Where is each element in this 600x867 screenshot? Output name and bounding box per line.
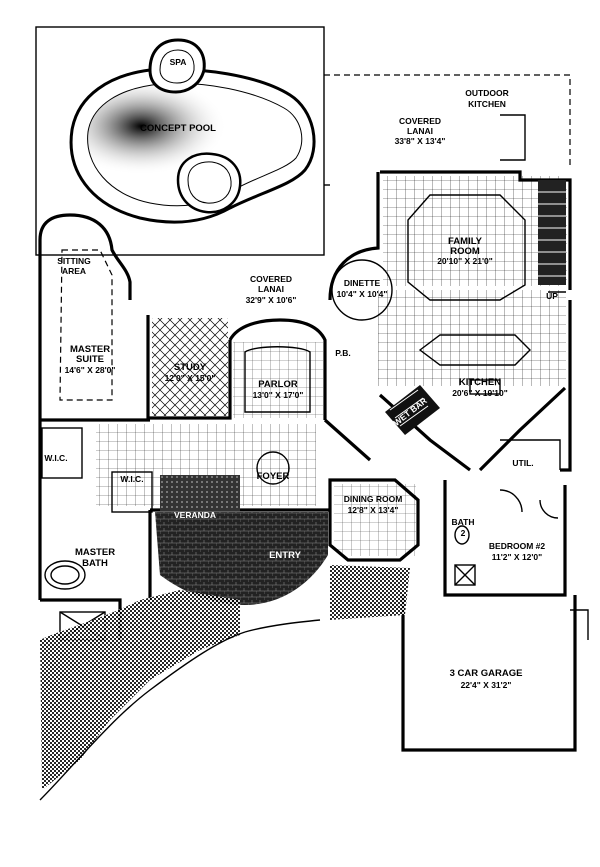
foyer-label: FOYER: [257, 471, 290, 482]
parlor-label: PARLOR: [258, 379, 298, 390]
util-label: UTIL.: [512, 458, 533, 468]
pb-label: P.B.: [335, 348, 350, 358]
pool-deck: [35, 26, 571, 256]
covered-lanai-mid-label-1: COVERED: [250, 274, 292, 284]
parlor-size: 13'0" X 17'0": [253, 390, 304, 400]
kitchen-size: 20'6" X 19'10": [452, 388, 508, 398]
bedroom2-size: 11'2" X 12'0": [492, 552, 542, 562]
covered-lanai-mid-size: 32'9" X 10'6": [246, 295, 297, 305]
study-size: 12'0" X 15'0": [165, 373, 216, 383]
covered-lanai-top-label-1: COVERED: [399, 116, 441, 126]
garage-label: 3 CAR GARAGE: [450, 668, 523, 679]
interior-detail: [41, 114, 589, 641]
study-label: STUDY: [174, 362, 207, 373]
master-suite-label-2: SUITE: [76, 354, 104, 365]
concept-pool-label: CONCEPT POOL: [140, 123, 216, 134]
spa-label: SPA: [170, 57, 187, 67]
veranda-label: VERANDA: [174, 510, 216, 520]
family-room-label-1: FAMILY: [448, 236, 483, 247]
master-suite-size: 14'6" X 28'0": [65, 365, 116, 375]
floor-finishes: [96, 176, 567, 605]
entry-label: ENTRY: [269, 550, 302, 561]
sitting-area-label-1: SITTING: [57, 256, 91, 266]
bath2-label-1: BATH: [452, 517, 475, 527]
covered-lanai-top-label-2: LANAI: [407, 126, 433, 136]
master-bath-label-2: BATH: [82, 558, 108, 569]
family-room-size: 20'10" X 21'0": [437, 256, 493, 266]
bedroom2-label: BEDROOM #2: [489, 541, 545, 551]
landscaping: [39, 565, 410, 801]
master-suite-label-1: MASTER: [70, 344, 110, 355]
outdoor-kitchen-label-2: KITCHEN: [468, 99, 506, 109]
family-room-label-2: ROOM: [450, 246, 480, 257]
bath2-label-2: 2: [461, 528, 466, 538]
dinette-label: DINETTE: [344, 278, 381, 288]
dinette-size: 10'4" X 10'4": [337, 289, 388, 299]
wic-right-label: W.I.C.: [120, 474, 143, 484]
dining-room-label: DINING ROOM: [344, 494, 403, 504]
wic-left-label: W.I.C.: [44, 453, 67, 463]
master-bath-label-1: MASTER: [75, 547, 115, 558]
garage-size: 22'4" X 31'2": [461, 680, 512, 690]
covered-lanai-top-size: 33'8" X 13'4": [395, 136, 446, 146]
outdoor-kitchen-label-1: OUTDOOR: [465, 88, 508, 98]
dining-room-size: 12'8" X 13'4": [348, 505, 399, 515]
concept-pool: SPA CONCEPT POOL: [69, 38, 316, 224]
sitting-area-label-2: AREA: [62, 266, 86, 276]
kitchen-label: KITCHEN: [459, 377, 501, 388]
covered-lanai-mid-label-2: LANAI: [258, 284, 284, 294]
stairs-up-label: UP: [546, 291, 558, 301]
